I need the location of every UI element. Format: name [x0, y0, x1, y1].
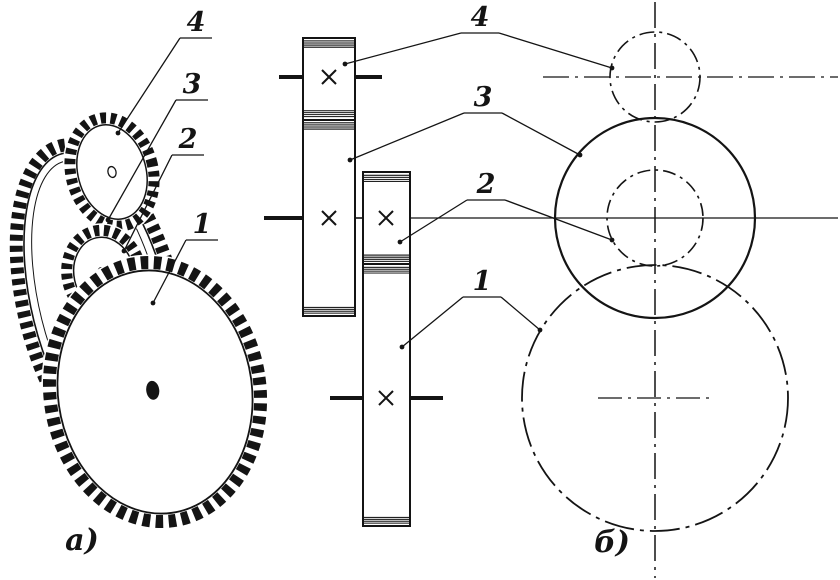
- section-end-band: [304, 306, 354, 314]
- leader-dot: [342, 61, 348, 67]
- part-label-2: 2: [476, 169, 496, 200]
- leader-line: [344, 32, 462, 65]
- caption-drawing: б): [594, 525, 630, 560]
- shaft-center-mark: [321, 210, 337, 226]
- gear-4-rim: [76, 124, 148, 220]
- section-end-band: [304, 40, 354, 48]
- leader-line: [500, 296, 541, 331]
- gear-1-section: [362, 263, 411, 527]
- leader-dot: [609, 65, 615, 71]
- gear-1-hub-hole: [146, 380, 160, 400]
- leader-4-pictorial: 4: [115, 7, 212, 136]
- leader-dot: [609, 237, 615, 243]
- leader-1-pictorial: 1: [150, 209, 218, 306]
- gear-4-pitch-circle: [609, 31, 701, 123]
- leader-2-pictorial: 2: [121, 124, 204, 254]
- leader-dot: [397, 239, 403, 245]
- gear-2-pitch-circle: [606, 169, 704, 267]
- gear-1-rim: [56, 269, 254, 515]
- leader-line: [501, 112, 581, 156]
- gear-1-pitch-circle: [521, 264, 789, 532]
- part-label-1: 1: [473, 266, 492, 297]
- gear-3-section: [302, 119, 356, 317]
- leader-line: [117, 37, 181, 134]
- leader-line: [349, 112, 465, 161]
- leader-dot: [105, 217, 111, 223]
- part-label-2: 2: [178, 124, 198, 155]
- section-end-band: [364, 266, 409, 274]
- leader-line: [504, 199, 613, 241]
- orthographic-view: 4 3 2 1 б): [264, 2, 838, 578]
- leader-1-drawing: 1: [399, 266, 543, 350]
- cross-stroke: [378, 210, 394, 226]
- part-label-3: 3: [183, 69, 202, 100]
- leader-4-drawing: 4: [342, 2, 615, 71]
- leader-2-drawing: 2: [397, 169, 615, 245]
- leader-dot: [577, 152, 583, 158]
- leader-dot: [150, 300, 156, 306]
- cross-stroke: [321, 210, 337, 226]
- gear-1-pictorial: [41, 254, 269, 530]
- shaft-center-mark: [321, 69, 337, 85]
- shaft-center-mark: [378, 210, 394, 226]
- section-body: [302, 37, 356, 121]
- cross-stroke: [378, 390, 394, 406]
- section-end-band: [304, 122, 354, 130]
- leader-line: [152, 239, 187, 304]
- gear-4-pictorial: [62, 110, 162, 234]
- leader-line: [498, 32, 613, 69]
- part-label-4: 4: [187, 7, 206, 38]
- caption-pictorial: а): [65, 523, 99, 558]
- part-label-3: 3: [474, 82, 493, 113]
- leader-dot: [347, 157, 353, 163]
- gear-4-body: [62, 110, 162, 234]
- leader-dot: [121, 248, 127, 254]
- pictorial-view: 4 3 2 1 а): [8, 7, 269, 558]
- section-end-band: [304, 110, 354, 118]
- leader-dot: [399, 344, 405, 350]
- gear-4-hub-hole: [107, 165, 117, 179]
- part-label-4: 4: [471, 2, 490, 33]
- section-end-band: [364, 174, 409, 182]
- leader-dot: [537, 327, 543, 333]
- leader-line: [107, 99, 177, 221]
- section-body: [302, 119, 356, 317]
- shaft-center-mark: [378, 390, 394, 406]
- gear-2-section: [362, 171, 411, 265]
- leader-3-drawing: 3: [347, 82, 583, 163]
- leader-line: [123, 154, 173, 252]
- gear-4-section: [302, 37, 356, 121]
- cross-stroke: [321, 69, 337, 85]
- section-body: [362, 263, 411, 527]
- section-end-band: [364, 516, 409, 524]
- gear-4-teeth-ring: [64, 112, 160, 232]
- part-label-1: 1: [193, 209, 212, 240]
- leader-line: [399, 199, 468, 243]
- section-end-band: [364, 254, 409, 262]
- gear-1-teeth-ring: [42, 255, 268, 529]
- leader-3-pictorial: 3: [105, 69, 208, 223]
- leader-dot: [115, 130, 121, 136]
- leader-line: [401, 296, 464, 348]
